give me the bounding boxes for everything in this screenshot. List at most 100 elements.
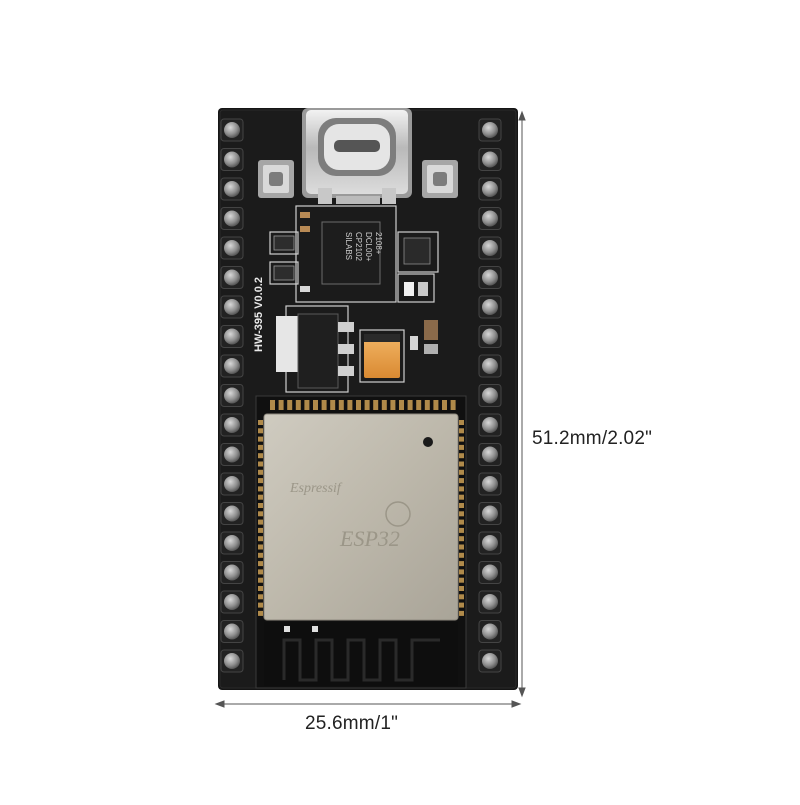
pcb-antenna-trace	[282, 638, 440, 682]
width-dimension-label: 25.6mm/1"	[305, 713, 399, 734]
module-pad	[295, 400, 301, 410]
header-pin	[482, 594, 498, 610]
module-pad	[258, 436, 263, 442]
header-pin	[224, 328, 240, 345]
module-pad	[258, 602, 263, 608]
module-pad	[258, 453, 263, 459]
voltage-regulator	[276, 313, 354, 389]
usb-c-connector	[302, 108, 412, 204]
module-pad	[424, 400, 430, 410]
module-pad	[459, 511, 464, 517]
header-pin	[482, 210, 498, 227]
module-pad	[459, 561, 464, 567]
header-pin	[482, 269, 498, 286]
svg-text:CP2102: CP2102	[354, 232, 363, 261]
header-pin	[482, 358, 498, 374]
svg-text:SILABS: SILABS	[344, 232, 353, 260]
header-pin	[482, 505, 498, 522]
tantalum-capacitor	[364, 334, 400, 378]
svg-text:DCL00+: DCL00+	[364, 232, 373, 262]
smd-components	[273, 212, 438, 354]
header-pin	[482, 623, 498, 640]
module-pad	[258, 494, 263, 500]
width-dimension-line	[214, 700, 522, 708]
module-pad	[258, 511, 263, 517]
module-pad	[459, 469, 464, 475]
module-pad	[459, 436, 464, 442]
header-pin	[482, 564, 498, 581]
module-pad	[258, 577, 263, 583]
header-pin	[224, 476, 240, 492]
module-pad	[459, 544, 464, 550]
module-pad	[321, 400, 327, 410]
header-pin	[224, 653, 240, 669]
svg-text:2108+: 2108+	[374, 232, 383, 255]
module-pad	[258, 428, 263, 434]
boot-button	[258, 160, 294, 198]
module-pad	[258, 444, 263, 450]
header-pin	[224, 623, 240, 640]
header-pin	[482, 653, 498, 669]
header-pin	[224, 594, 240, 610]
header-pin	[482, 181, 498, 197]
module-pad	[459, 461, 464, 467]
height-dimension-line	[518, 110, 526, 698]
module-pad	[381, 400, 387, 410]
header-pin	[224, 122, 240, 138]
header-pin	[482, 535, 498, 551]
module-pad	[258, 561, 263, 567]
header-pin	[482, 240, 498, 256]
module-pad	[258, 420, 263, 425]
module-pad	[258, 527, 263, 533]
module-pad	[287, 400, 293, 410]
module-pad	[258, 610, 263, 616]
module-pad	[459, 536, 464, 542]
header-pin	[224, 240, 240, 256]
module-pad	[330, 400, 336, 410]
module-pad	[459, 503, 464, 508]
module-pad	[459, 586, 464, 591]
module-pad	[459, 444, 464, 450]
module-pad	[258, 544, 263, 550]
header-pin	[224, 299, 240, 315]
module-pad	[356, 400, 361, 410]
module-pad	[459, 577, 464, 583]
usb-uart-chip: SILABS CP2102 DCL00+ 2108+	[321, 221, 383, 285]
module-pad	[313, 400, 318, 410]
module-pad	[459, 420, 464, 425]
header-pin	[482, 122, 498, 138]
module-pad	[270, 400, 275, 410]
module-pad	[459, 569, 464, 575]
module-pad	[258, 461, 263, 467]
module-pad	[459, 527, 464, 533]
module-pad	[459, 602, 464, 608]
header-pin	[224, 446, 240, 463]
module-pad	[258, 519, 263, 525]
module-pad	[258, 536, 263, 542]
header-pin	[224, 181, 240, 197]
module-pad	[459, 552, 464, 558]
header-pin	[482, 328, 498, 345]
module-pad	[459, 494, 464, 500]
header-pin	[482, 151, 498, 168]
module-pad	[258, 469, 263, 475]
module-pad	[258, 594, 263, 600]
header-pin	[224, 358, 240, 374]
module-pad	[390, 400, 396, 410]
module-pad	[364, 400, 370, 410]
header-pin	[224, 210, 240, 227]
header-pin	[224, 505, 240, 522]
esp32-module: Espressif ESP32	[255, 395, 467, 689]
module-pad	[442, 400, 447, 410]
module-pad	[459, 453, 464, 459]
module-pad	[373, 400, 379, 410]
header-pin	[482, 417, 498, 433]
header-pin	[482, 299, 498, 315]
module-pad	[258, 586, 263, 591]
right-header-pins	[478, 118, 502, 673]
module-pad	[258, 478, 263, 484]
header-pin	[224, 564, 240, 581]
board-version-label: HW-395 V0.0.2	[253, 277, 265, 352]
module-pad	[459, 478, 464, 484]
